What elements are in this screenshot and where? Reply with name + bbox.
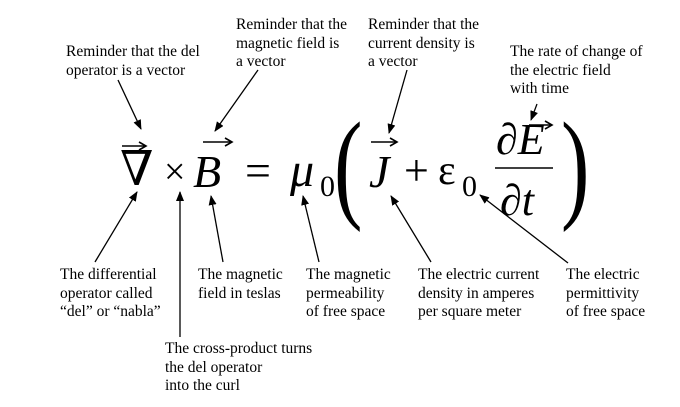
partial-e: ∂E <box>496 115 545 164</box>
vector-arrow-nabla <box>122 141 148 151</box>
note-del-operator: The differential operator called “del” o… <box>60 266 161 320</box>
left-paren: ( <box>334 98 363 233</box>
note-current-density: The electric current density in amperes … <box>418 266 540 320</box>
note-electric-permittivity: The electric permittivity of free space <box>566 266 646 320</box>
equals-symbol: = <box>245 145 271 196</box>
epsilon-symbol: ε <box>438 148 456 194</box>
arrow-permittivity <box>479 194 569 264</box>
arrow-e-rate <box>530 103 538 121</box>
epsilon-subscript: 0 <box>462 170 477 203</box>
note-j-is-vector: Reminder that the current density is a v… <box>368 16 480 70</box>
nabla-symbol: ∇ <box>120 143 154 196</box>
arrow-del-vector <box>117 79 142 130</box>
note-cross-product: The cross-product turns the del operator… <box>165 340 313 394</box>
mu-subscript: 0 <box>320 170 335 203</box>
vector-arrow-b <box>203 137 234 147</box>
arrow-j-vector <box>387 69 408 134</box>
note-del-is-vector: Reminder that the del operator is a vect… <box>66 43 200 79</box>
cross-symbol: × <box>164 151 186 193</box>
arrow-b-vector <box>214 69 259 132</box>
arrow-del-operator <box>94 191 138 263</box>
vector-arrow-e <box>529 120 554 130</box>
partial-t: ∂t <box>500 176 534 225</box>
note-magnetic-permeability: The magnetic permeability of free space <box>306 266 391 320</box>
mu-symbol: μ <box>290 144 315 197</box>
note-e-rate-of-change: The rate of change of the electric field… <box>510 43 643 97</box>
arrow-magnetic-field <box>208 195 224 263</box>
vector-arrow-j <box>371 137 399 147</box>
plus-symbol: + <box>404 146 429 195</box>
note-magnetic-field: The magnetic field in teslas <box>198 266 283 302</box>
b-symbol: B <box>193 146 222 197</box>
arrow-permeability <box>301 195 320 263</box>
arrow-current-density <box>390 195 432 263</box>
note-b-is-vector: Reminder that the magnetic field is a ve… <box>236 16 348 70</box>
right-paren: ) <box>561 98 590 233</box>
j-symbol: J <box>369 146 390 197</box>
